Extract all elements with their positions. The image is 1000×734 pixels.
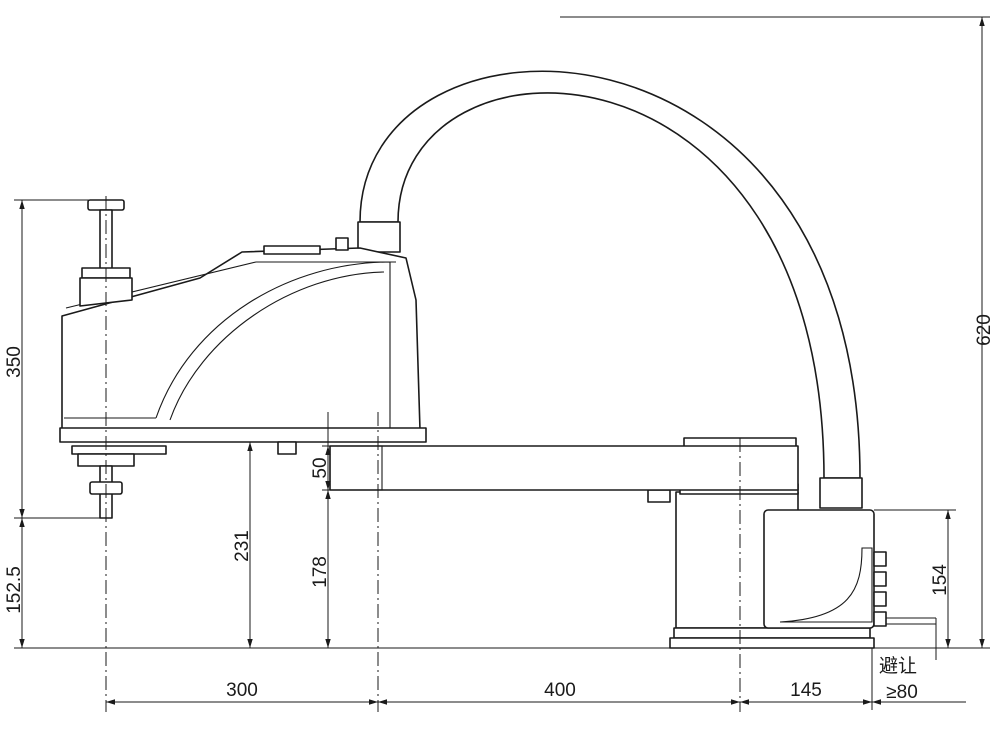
arm-2-bottom-bolt — [277, 441, 297, 455]
arm-1 — [329, 445, 799, 491]
arm-2-top-fitting — [335, 237, 349, 251]
arm1-bolt — [647, 489, 671, 503]
label-350: 350 — [4, 346, 25, 378]
arm-2-cover-curve-inner — [169, 271, 385, 421]
connector-1 — [873, 551, 887, 567]
robot-outline — [59, 70, 936, 649]
cable-clamp-top — [357, 221, 401, 253]
label-178: 178 — [310, 556, 331, 588]
arm-2-cover-curve — [155, 261, 391, 430]
label-231: 231 — [232, 530, 253, 562]
arm-2-bottom-plate — [59, 427, 427, 443]
cable-duct — [359, 70, 861, 479]
connector-box — [763, 509, 875, 629]
connector-box-contour — [779, 547, 873, 623]
center-lines — [105, 196, 741, 712]
cable-exit — [886, 617, 936, 625]
connector-2 — [873, 571, 887, 587]
label-152-5: 152.5 — [4, 566, 25, 614]
connector-3 — [873, 591, 887, 607]
label-50: 50 — [310, 457, 331, 478]
label-154: 154 — [930, 564, 951, 596]
connector-4 — [873, 611, 887, 627]
label-145: 145 — [790, 680, 822, 701]
label-400: 400 — [544, 680, 576, 701]
dimension-labels: 350 152.5 231 178 50 154 620 300 400 145… — [4, 314, 995, 703]
label-620: 620 — [974, 314, 995, 346]
base-foot — [669, 637, 875, 649]
cable-clamp-base — [819, 477, 863, 509]
spline-flange — [71, 445, 167, 455]
arm-2-top-button — [263, 245, 321, 255]
label-300: 300 — [226, 680, 258, 701]
dimension-lines — [14, 16, 990, 710]
base-foot-plate — [673, 627, 871, 639]
label-clearance: 避让 — [879, 655, 917, 677]
label-clearance-value: ≥80 — [886, 682, 918, 703]
